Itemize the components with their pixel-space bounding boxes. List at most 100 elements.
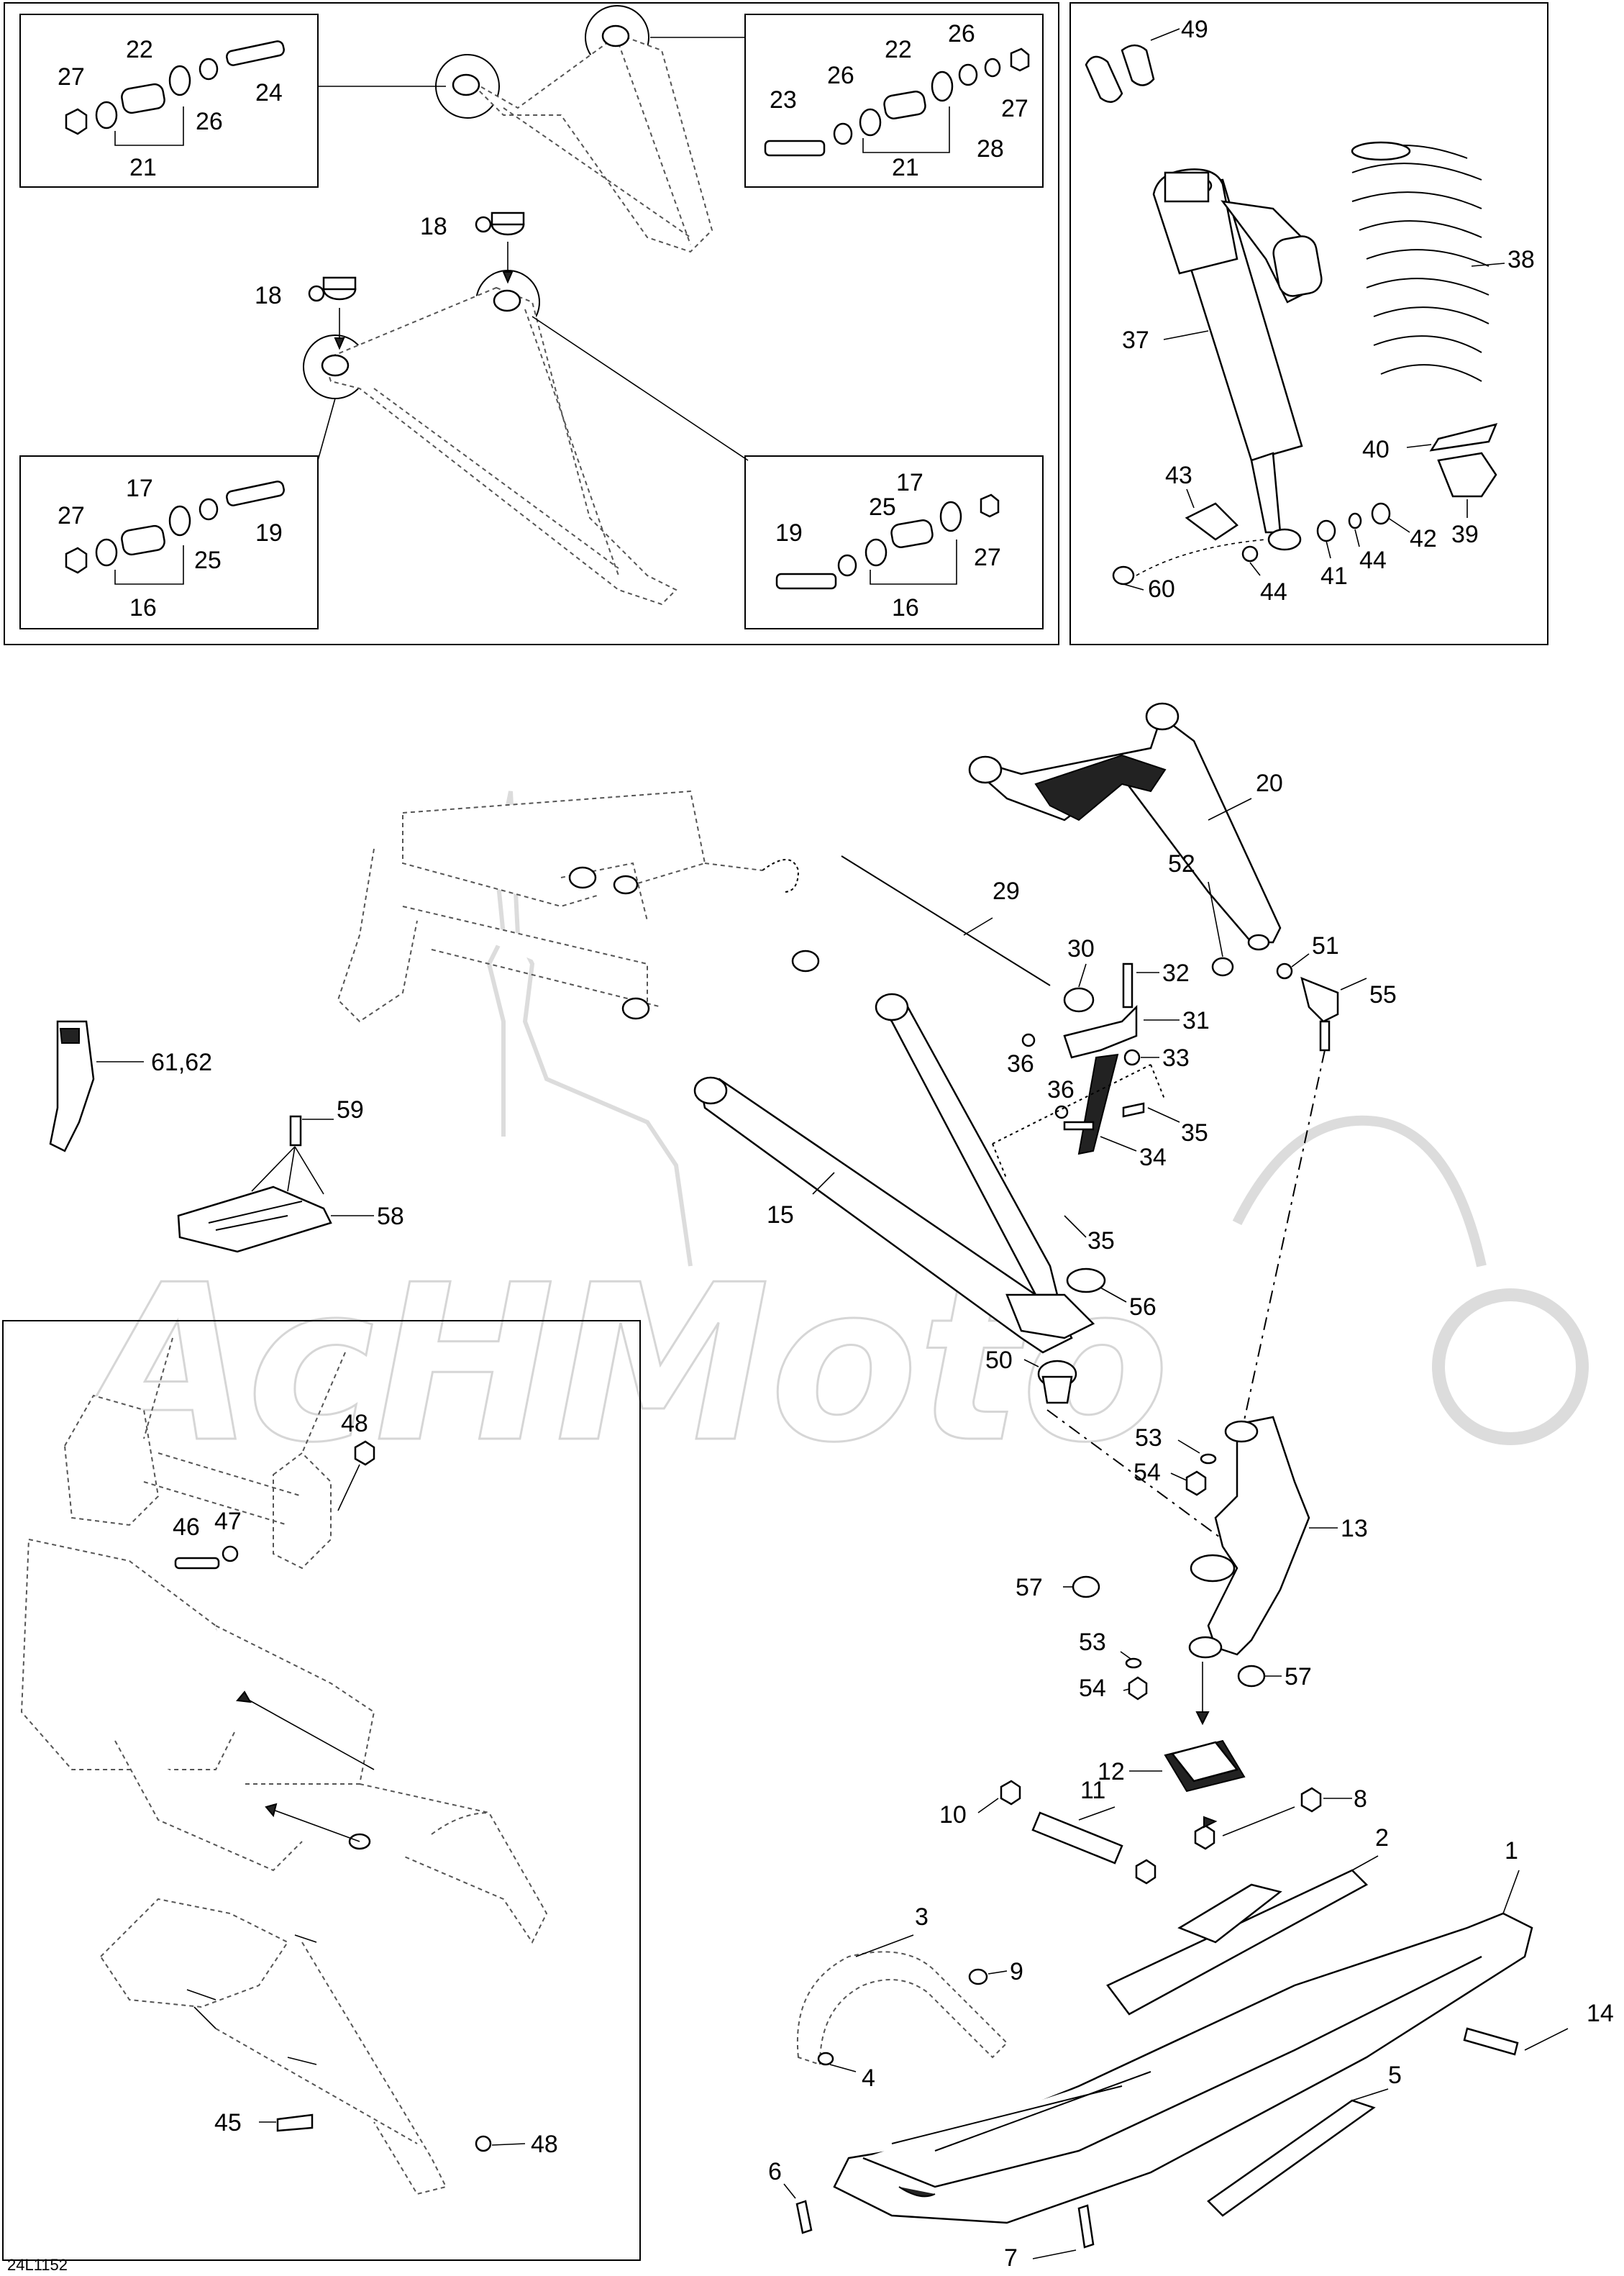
callout-14: 14 (1587, 2000, 1614, 2027)
callout-57: 57 (1285, 1663, 1312, 1690)
subbox-bushing-kit-21-right (744, 14, 1044, 188)
bushing-stack-right-bottom (775, 493, 1000, 590)
bolt-35b (1063, 1121, 1095, 1131)
bushing-22 (121, 83, 165, 114)
washer-25 (199, 498, 219, 521)
shock-hardware (1112, 502, 1410, 591)
bushing-17b (890, 519, 934, 548)
callout-27: 27 (1001, 95, 1028, 122)
link-34 (1054, 1053, 1180, 1155)
nut-8b (1194, 1824, 1215, 1850)
callout-60: 60 (1148, 575, 1175, 603)
lower-a-arm-15 (693, 993, 1095, 1354)
ring-56 (1066, 1267, 1106, 1293)
bolt-19b (775, 573, 837, 590)
callout-18: 18 (255, 282, 282, 309)
seal-43 (1185, 488, 1238, 541)
callout-48: 48 (341, 1410, 368, 1437)
callout-26: 26 (948, 20, 975, 47)
bushing-sleeve-b (931, 70, 954, 102)
callout-27: 27 (58, 502, 85, 529)
callout-7: 7 (1004, 2244, 1018, 2272)
callout-25: 25 (869, 493, 896, 521)
callout-23: 23 (770, 86, 797, 114)
callout-22: 22 (885, 36, 912, 63)
callout-37: 37 (1122, 327, 1149, 354)
reference-frame-outline (337, 790, 820, 1023)
callout-15: 15 (767, 1201, 794, 1229)
callout-10: 10 (939, 1801, 967, 1829)
bushing-17 (121, 524, 165, 556)
drawing-id: 24L1152 (7, 2256, 68, 2274)
callout-17: 17 (896, 469, 923, 496)
callout-33: 33 (1162, 1044, 1190, 1072)
washer-53b (1125, 1657, 1142, 1669)
nut-36 (1021, 1033, 1036, 1047)
callout-2: 2 (1375, 1824, 1389, 1852)
panel-border (2, 1320, 641, 2261)
callout-26: 26 (827, 62, 854, 89)
bushing-30 (1063, 987, 1095, 1013)
bushing-stack-left-bottom (65, 481, 285, 585)
washer-18-upper (491, 211, 525, 284)
callout-40: 40 (1362, 436, 1390, 463)
nut-54 (1185, 1470, 1207, 1496)
washer-44 (1348, 512, 1362, 529)
callout-54: 54 (1079, 1675, 1106, 1702)
panel-border (4, 2, 1059, 645)
nut-27 (65, 108, 88, 135)
callout-34: 34 (1139, 1144, 1167, 1171)
callout-56: 56 (1129, 1293, 1157, 1321)
bushing-flange (168, 65, 191, 96)
callout-24: 24 (255, 79, 283, 106)
nut-54b (1128, 1676, 1148, 1701)
callout-53: 53 (1079, 1629, 1106, 1656)
spindle-13 (1188, 1416, 1338, 1659)
detail-circle-left (435, 54, 500, 119)
nut-10 (1000, 1780, 1021, 1806)
callout-21: 21 (129, 154, 157, 181)
callout-19: 19 (255, 519, 283, 547)
bushing-22b (883, 91, 926, 119)
callout-26: 26 (196, 108, 223, 135)
bolt-23 (764, 140, 826, 157)
nut-27b (1010, 47, 1030, 72)
callout-18: 18 (420, 213, 447, 240)
bolt-32 (1122, 962, 1133, 1009)
assembly-arrow-1 (244, 1697, 375, 1770)
panel-frame-mount-detail: 48 46 47 45 48 (2, 1320, 641, 2261)
callout-49: 49 (1181, 16, 1208, 43)
frame-outline (20, 1337, 548, 2195)
washer-18-seal-b (308, 285, 325, 302)
ski-1 (833, 1870, 1533, 2224)
callout-55: 55 (1369, 981, 1397, 1009)
washer-18-lower (322, 276, 357, 350)
nut-4 (817, 2052, 834, 2066)
bolt-19 (226, 481, 285, 506)
o-ring-28 (984, 58, 1001, 78)
subbox-bushing-kit-21-left (19, 14, 319, 188)
callout-32: 32 (1162, 960, 1190, 987)
spacer-11 (1031, 1811, 1123, 1865)
callout-47: 47 (214, 1508, 242, 1535)
nut-8c (1135, 1859, 1157, 1885)
callout-51: 51 (1312, 932, 1339, 960)
callout-50: 50 (985, 1347, 1013, 1374)
runner-5 (1207, 2088, 1389, 2217)
plate-58 (177, 1185, 374, 1253)
washer-18-seal (475, 216, 492, 233)
ball-joint-55 (1300, 976, 1367, 1052)
nut-9 (968, 1968, 988, 1985)
nut-36b (1054, 1105, 1069, 1119)
bolt-45 (276, 2113, 314, 2132)
callout-39: 39 (1451, 521, 1479, 548)
callout-35: 35 (1087, 1227, 1115, 1255)
bushing-57 (1072, 1575, 1100, 1598)
callout-27: 27 (974, 544, 1001, 571)
bracket-21 (114, 106, 184, 146)
callout-53: 53 (1135, 1424, 1162, 1452)
stabilizer-rod-29 (841, 855, 1051, 986)
collar-39 (1437, 452, 1497, 518)
callout-52: 52 (1168, 850, 1195, 878)
